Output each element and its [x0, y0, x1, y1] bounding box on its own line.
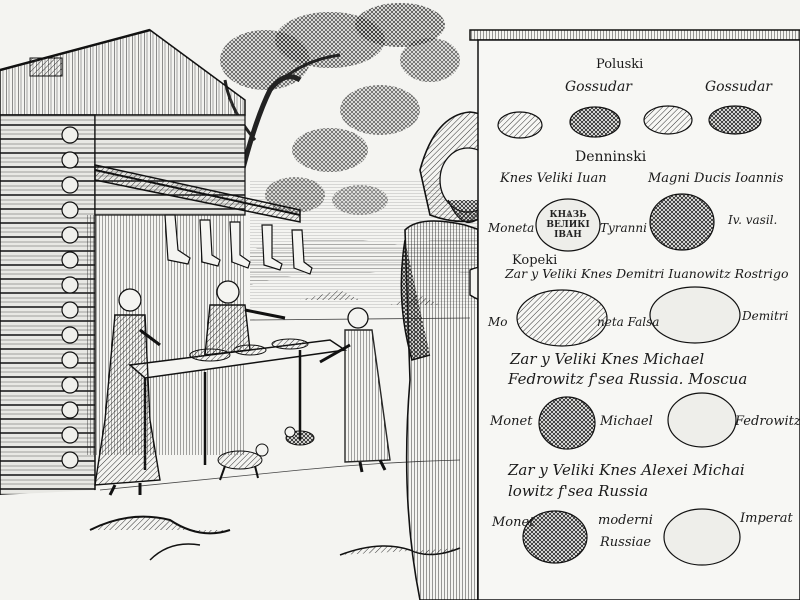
michael-coin-row-right: Fedrowitz [735, 414, 800, 429]
coin-kopeki-2 [649, 286, 741, 344]
coins [497, 105, 762, 566]
kopeki-coin-row-left: Mo [488, 315, 508, 329]
michael-coin-row-mid: Michael [600, 414, 653, 429]
coin-poluski-4 [708, 105, 762, 135]
alexei-caption-line2: lowitz f'sea Russia [508, 482, 649, 500]
coin-michael-1 [538, 396, 596, 450]
denninski-coin-row-right: Iv. vasil. [728, 213, 778, 227]
kopeki-coin-row-mid: neta Falsa [597, 315, 660, 329]
coin-denninski-inscription: КНѦЗЬ ВЕЛИКІ ІВАН [546, 210, 590, 240]
alexei-caption-line1: Zar y Veliki Knes Alexei Michai [508, 461, 745, 479]
dog [217, 443, 269, 481]
coin-michael-2 [667, 392, 737, 448]
coin-denninski-2 [649, 193, 715, 251]
coin-kopeki-1 [516, 289, 608, 347]
poluski-left-caption: Gossudar [565, 79, 632, 95]
denninski-caption-right: Magni Ducis Ioannis [648, 171, 784, 186]
section-title-kopeki: Kopeki [512, 253, 558, 268]
coin-alexei-1 [522, 510, 588, 564]
section-title-poluski: Poluski [596, 57, 644, 72]
denninski-caption-left: Knes Veliki Iuan [500, 171, 607, 186]
alexei-coin-row-sub: Russiae [600, 535, 652, 550]
michael-caption-line2: Fedrowitz f'sea Russia. Moscua [508, 370, 748, 388]
merchant-right [204, 280, 286, 356]
denninski-coin-row-mid: Tyranni [600, 221, 647, 235]
michael-caption-line1: Zar y Veliki Knes Michael [510, 350, 705, 368]
michael-coin-row-left: Monet [490, 414, 533, 429]
alexei-coin-row-right: Imperat [740, 511, 793, 526]
coin-denninski-1 [535, 198, 601, 252]
merchant-left [94, 288, 161, 496]
denninski-coin-row-left: Moneta [488, 221, 535, 235]
tree [220, 3, 460, 215]
kopeki-coin-row-right: Demitri [742, 309, 789, 323]
cat [284, 426, 315, 446]
coin-poluski-2 [569, 106, 621, 138]
coin-poluski-3 [643, 105, 693, 135]
alexei-coin-row-mid: moderni [598, 513, 653, 528]
section-title-denninski: Denninski [575, 149, 647, 165]
kopeki-caption: Zar y Veliki Knes Demitri Iuanowitz Rost… [505, 266, 789, 281]
alexei-coin-row-left: Monet [492, 515, 535, 530]
coin-poluski-1 [497, 111, 543, 139]
customer [319, 307, 391, 473]
poluski-right-caption: Gossudar [705, 79, 772, 95]
coin-alexei-2 [663, 508, 741, 566]
